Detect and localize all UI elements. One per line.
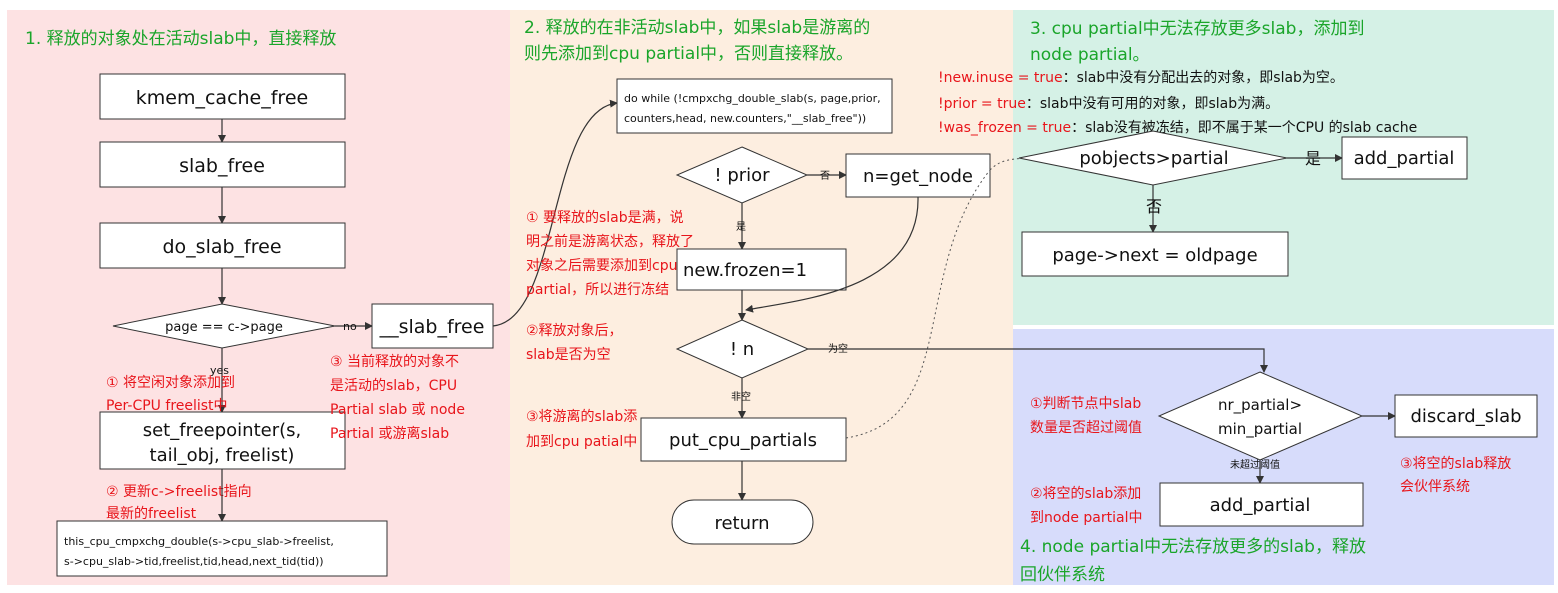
decision-nr-partial-label-1: nr_partial>	[1218, 396, 1302, 415]
node-get-node	[845, 153, 991, 198]
region-node-partial	[1013, 329, 1554, 585]
node-add-partial-bottom-label: add_partial	[1210, 495, 1311, 516]
note-empty-check-l2: slab是否为空	[526, 347, 611, 363]
heading-region-4-line1: 4. node partial中无法存放更多的slab，释放	[1020, 537, 1366, 557]
decision-not-n-label: ! n	[730, 339, 754, 360]
condition-was-frozen: !was_frozen = true：slab没有被冻结，即不属于某一个CPU …	[938, 119, 1417, 136]
note-freeze-l2: 明之前是游离状态，释放了	[526, 233, 694, 250]
node-put-cpu-partials-label: put_cpu_partials	[669, 430, 817, 451]
edge-label-feikong: 非空	[731, 390, 751, 403]
edge-label-weikong: 为空	[828, 342, 848, 355]
heading-region-2-line2: 则先添加到cpu partial中，否则直接释放。	[524, 44, 853, 64]
node-page-next	[1021, 231, 1289, 277]
node-return	[671, 499, 814, 545]
node-page-next-label: page->next = oldpage	[1052, 245, 1257, 266]
condition-prior: !prior = true：slab中没有可用的对象，即slab为满。	[938, 96, 1279, 112]
heading-region-3-line1: 3. cpu partial中无法存放更多slab，添加到	[1030, 19, 1364, 39]
edge-label-fou1: 否	[820, 170, 830, 182]
decision-not-prior-label: ! prior	[714, 165, 770, 186]
note-release-buddy-l2: 会伙伴系统	[1400, 479, 1470, 495]
node-discard-slab-label: discard_slab	[1410, 406, 1521, 427]
node-do-while-label-2: counters,head, new.counters,"__slab_free…	[624, 112, 866, 125]
node-set-freepointer-label-1: set_freepointer(s,	[143, 420, 302, 441]
node-discard-slab	[1394, 394, 1538, 438]
node-kmem-cache-free-label: kmem_cache_free	[136, 87, 308, 109]
note-inactive-slab-l4: Partial 或游离slab	[330, 425, 449, 442]
node-add-partial-bottom	[1159, 482, 1364, 527]
edge-getnode-to-notn	[745, 196, 919, 313]
note-inactive-slab-l1: ③ 当前释放的对象不	[330, 353, 459, 370]
note-freeze-l1: ① 要释放的slab是满，说	[526, 210, 684, 226]
heading-region-4-line2: 回伙伴系统	[1020, 565, 1105, 585]
node-get-node-label: n=get_node	[863, 166, 973, 187]
note-add-to-freelist-l1: ① 将空闲对象添加到	[106, 375, 235, 391]
decision-nr-partial-label-2: min_partial	[1218, 420, 1302, 439]
node-add-partial-top	[1341, 136, 1468, 180]
node-this-cpu-cmpxchg-label-1: this_cpu_cmpxchg_double(s->cpu_slab->fre…	[64, 535, 334, 548]
decision-pobjects-partial-label: pobjects>partial	[1079, 148, 1228, 169]
note-add-node-partial-l1: ②将空的slab添加	[1030, 486, 1141, 502]
node-do-slab-free	[99, 222, 346, 269]
edge-label-shi2: 是	[1305, 149, 1321, 168]
node-new-frozen	[676, 248, 847, 291]
connector-putcpu-to-cpu-partial	[845, 169, 991, 439]
note-release-buddy-l1: ③将空的slab释放	[1400, 456, 1511, 472]
note-add-cpu-partial-l1: ③将游离的slab添	[526, 408, 637, 425]
edge-notn-empty	[808, 348, 1268, 373]
note-update-freelist-l2: 最新的freelist	[106, 506, 197, 522]
note-empty-check-l1: ②释放对象后，	[526, 323, 623, 339]
heading-region-2-line1: 2. 释放的在非活动slab中，如果slab是游离的	[524, 18, 870, 38]
condition-new-inuse: !new.inuse = true：slab中没有分配出去的对象，即slab为空…	[938, 70, 1344, 86]
node-slab-free-label: slab_free	[179, 155, 265, 177]
node-kmem-cache-free	[99, 73, 346, 120]
node-__slab-free-label: __slab_free	[379, 316, 485, 338]
node-put-cpu-partials	[640, 417, 847, 462]
node-new-frozen-label: new.frozen=1	[683, 260, 807, 281]
node-do-while	[616, 78, 893, 134]
note-freeze-l4: partial，所以进行冻结	[526, 281, 669, 298]
edge-label-no: no	[343, 320, 357, 333]
node-return-label: return	[714, 513, 769, 534]
edge-label-fou2: 否	[1146, 197, 1162, 216]
heading-region-3-line2: node partial。	[1030, 45, 1150, 65]
decision-page-check-label: page == c->page	[165, 320, 283, 335]
edge-slabfree-to-dowhile	[492, 99, 618, 327]
note-inactive-slab-l2: 是活动的slab，CPU	[330, 378, 457, 394]
node-set-freepointer-label-2: tail_obj, freelist)	[150, 445, 295, 466]
note-node-threshold-l2: 数量是否超过阈值	[1030, 420, 1142, 436]
node-__slab-free	[371, 303, 494, 349]
node-do-while-label-1: do while (!cmpxchg_double_slab(s, page,p…	[624, 92, 881, 105]
heading-region-1: 1. 释放的对象处在活动slab中，直接释放	[25, 29, 336, 49]
edge-label-yes: yes	[210, 364, 229, 377]
edge-label-weichaoguo: 未超过阈值	[1230, 458, 1280, 471]
node-do-slab-free-label: do_slab_free	[162, 236, 281, 258]
note-add-cpu-partial-l2: 加到cpu patial中	[526, 434, 637, 450]
note-add-node-partial-l2: 到node partial中	[1030, 510, 1142, 526]
note-add-to-freelist-l2: Per-CPU freelist中	[106, 398, 228, 414]
node-add-partial-top-label: add_partial	[1354, 148, 1455, 169]
edge-label-shi1: 是	[736, 221, 746, 233]
note-freeze-l3: 对象之后需要添加到cpu	[526, 258, 677, 274]
node-slab-free	[99, 141, 346, 188]
note-update-freelist-l1: ② 更新c->freelist指向	[106, 484, 252, 500]
node-this-cpu-cmpxchg	[56, 520, 388, 577]
node-this-cpu-cmpxchg-label-2: s->cpu_slab->tid,freelist,tid,head,next_…	[64, 555, 324, 568]
note-node-threshold-l1: ①判断节点中slab	[1030, 396, 1141, 412]
node-set-freepointer	[99, 411, 346, 470]
note-inactive-slab-l3: Partial slab 或 node	[330, 402, 465, 418]
